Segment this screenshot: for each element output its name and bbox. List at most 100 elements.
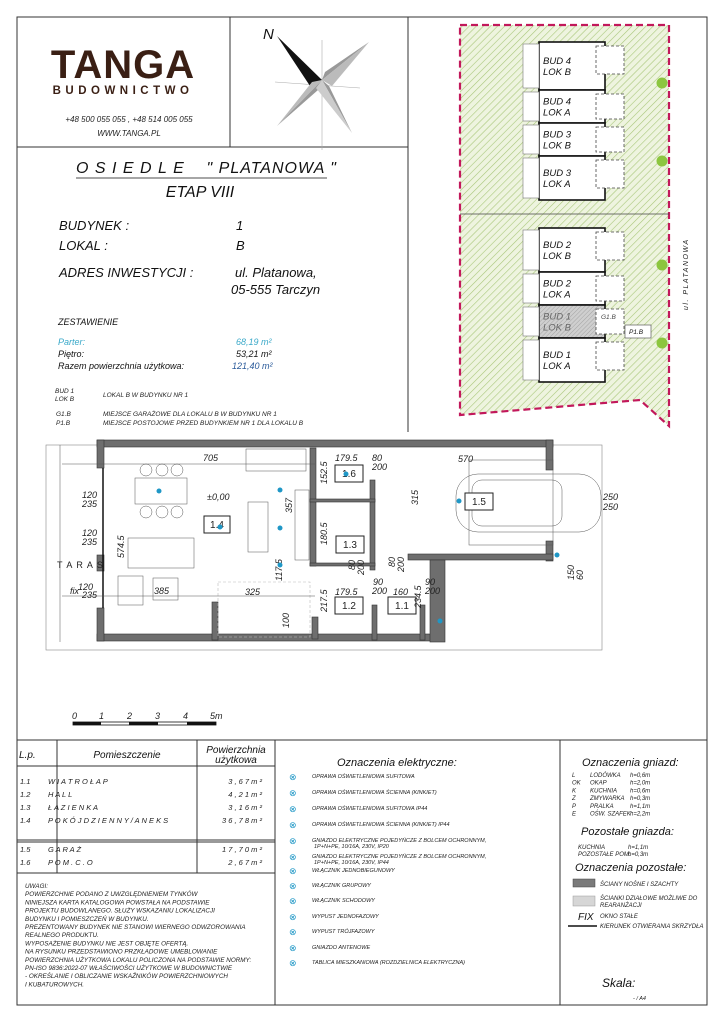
wall-light-icon: ⊗ [289, 788, 297, 798]
svg-text:h=0,3m: h=0,3m [628, 852, 648, 858]
svg-text:4: 4 [183, 711, 188, 721]
note-line: POWIERZCHNIA UŻYTKOWA LOKALU POLICZONA N… [25, 956, 251, 964]
estate-title: O S I E D L E " PLATANOWA " [76, 160, 337, 177]
electrical-legend: Oznaczenia elektryczne: ⊗OPRAWA OŚWIETLE… [289, 757, 486, 968]
svg-text:N: N [263, 26, 274, 43]
svg-text:Skala:: Skala: [602, 976, 635, 990]
svg-text:Oznaczenia gniazd:: Oznaczenia gniazd: [582, 757, 679, 769]
note-line: UWAGI: [25, 883, 48, 890]
key-list: BUD 1 LOK B LOKAL B W BUDYNKU NR 1 G1.B … [55, 388, 304, 427]
rooms-table: L.p. Pomieszczenie Powierzchnia użytkowa… [17, 740, 275, 988]
svg-text:Oznaczenia elektryczne:: Oznaczenia elektryczne: [337, 757, 457, 769]
svg-text:Razem powierzchnia użytkowa:: Razem powierzchnia użytkowa: [58, 361, 185, 371]
room-tag: 1.6 [342, 469, 356, 480]
legend-item: ⊗GNIAZDO ANTENOWE [289, 943, 370, 953]
svg-text:1.4: 1.4 [20, 816, 30, 825]
svg-text:TABLICA MIESZKANIOWA (ROZDZIEL: TABLICA MIESZKANIOWA (ROZDZIELNICA ELEKT… [312, 960, 465, 966]
svg-text:Oznaczenia pozostałe:: Oznaczenia pozostałe: [575, 862, 686, 874]
legend-item: ⊗OPRAWA OŚWIETLENIOWA SUFITOWA IP44 [289, 804, 427, 814]
svg-text:LOK B: LOK B [543, 141, 572, 152]
svg-text:570: 570 [458, 454, 473, 464]
svg-text:LOK B: LOK B [543, 323, 572, 334]
bearing-wall-swatch [572, 878, 596, 888]
svg-text:1P+N+PE, 10/16A, 230V, IP20: 1P+N+PE, 10/16A, 230V, IP20 [314, 844, 390, 850]
legend-item: ⊗OPRAWA OŚWIETLENIOWA ŚCIENNA (KINKIET) … [289, 820, 450, 830]
svg-text:h=0,6m: h=0,6m [630, 773, 650, 779]
svg-text:h=1,1m: h=1,1m [628, 845, 648, 851]
dimension-labels: 705 179.5 80 200 570 120 235 120 235 120… [78, 453, 618, 628]
svg-text:WYPUST TRÓJFAZOWY: WYPUST TRÓJFAZOWY [312, 928, 375, 935]
svg-text:4 , 2 1 m ²: 4 , 2 1 m ² [228, 790, 262, 799]
svg-text:121,40 m²: 121,40 m² [232, 361, 274, 371]
svg-text:BUD 1: BUD 1 [55, 388, 75, 395]
svg-text:1 7 , 7 0 m ²: 1 7 , 7 0 m ² [222, 845, 263, 854]
svg-text:BUD 2: BUD 2 [543, 279, 572, 290]
svg-text:53,21 m²: 53,21 m² [236, 349, 273, 359]
svg-text:WŁĄCZNIK JEDNOBIEGUNOWY: WŁĄCZNIK JEDNOBIEGUNOWY [312, 868, 395, 874]
svg-text:MIEJSCE GARAŻOWE DLA LOKALU B: MIEJSCE GARAŻOWE DLA LOKALU B W BUDYNKU … [103, 410, 277, 418]
svg-text:OK: OK [572, 781, 582, 787]
svg-text:LOK B: LOK B [543, 67, 572, 78]
svg-text:2 , 6 7 m ²: 2 , 6 7 m ² [227, 858, 262, 867]
svg-text:KIERUNEK OTWIERANIA SKRZYDŁA: KIERUNEK OTWIERANIA SKRZYDŁA [600, 924, 703, 930]
svg-text:80: 80 [372, 453, 382, 463]
svg-text:234.5: 234.5 [413, 584, 423, 609]
group-switch-icon: ⊗ [289, 881, 297, 891]
tree-icon [656, 77, 668, 89]
svg-text:LOK A: LOK A [543, 179, 571, 190]
ceiling-light-ip44-icon: ⊗ [289, 804, 297, 814]
svg-text:BUD 3: BUD 3 [543, 168, 572, 179]
scale-info: Skala: - / A4 [602, 976, 646, 1002]
svg-text:3 6 , 7 8 m ²: 3 6 , 7 8 m ² [222, 816, 263, 825]
legend-item: ⊗WŁĄCZNIK JEDNOBIEGUNOWY [289, 866, 395, 876]
svg-text:BUDYNEK :: BUDYNEK : [59, 218, 129, 233]
svg-text:PRALKA: PRALKA [590, 804, 614, 810]
three-phase-outlet-icon: ⊗ [289, 927, 297, 937]
svg-text:- / A4: - / A4 [633, 996, 646, 1002]
svg-text:LODÓWKA: LODÓWKA [590, 772, 621, 779]
svg-text:LOKAL :: LOKAL : [59, 238, 108, 253]
svg-text:200: 200 [371, 462, 387, 472]
svg-text:120: 120 [82, 490, 97, 500]
note-line: NA RYSUNKU PRZEDSTAWIONO PRZKŁADOWE UMEB… [25, 949, 218, 956]
svg-text:150: 150 [566, 565, 576, 580]
ceiling-light-icon: ⊗ [289, 772, 297, 782]
company-website[interactable]: WWW.TANGA.PL [97, 129, 161, 138]
svg-text:H A L L: H A L L [48, 790, 72, 799]
terrace-label: T A R A S [57, 560, 104, 570]
room-tag: 1.5 [472, 497, 486, 508]
investment-info: BUDYNEK : 1 LOKAL : B ADRES INWESTYCJI :… [58, 218, 320, 297]
svg-text:E: E [572, 812, 577, 818]
svg-text:3 , 1 6 m ²: 3 , 1 6 m ² [228, 803, 262, 812]
parking-tag: P1.B [629, 329, 644, 336]
note-line: NINIEJSZA KARTA KATALOGOWA POWSTAŁA NA P… [25, 899, 210, 906]
stair-switch-icon: ⊗ [289, 896, 297, 906]
svg-text:235: 235 [81, 499, 98, 509]
single-phase-outlet-icon: ⊗ [289, 912, 297, 922]
socket-icon: ⊗ [289, 836, 297, 846]
compass-rose-icon: N [263, 26, 369, 150]
svg-text:REARANŻACJI: REARANŻACJI [600, 902, 642, 909]
svg-text:705: 705 [203, 453, 219, 463]
svg-text:KUCHNIA: KUCHNIA [590, 788, 617, 794]
svg-text:LOK A: LOK A [543, 108, 571, 119]
svg-text:OKNO STAŁE: OKNO STAŁE [600, 914, 639, 920]
svg-text:68,19 m²: 68,19 m² [236, 337, 273, 347]
svg-text:315: 315 [410, 489, 420, 505]
svg-text:1.2: 1.2 [20, 790, 31, 799]
svg-text:ZESTAWIENIE: ZESTAWIENIE [57, 317, 119, 327]
svg-text:LOK B: LOK B [55, 396, 75, 403]
tree-icon [656, 337, 668, 349]
svg-text:200: 200 [371, 586, 387, 596]
svg-text:GNIAZDO ANTENOWE: GNIAZDO ANTENOWE [312, 945, 370, 951]
svg-text:357: 357 [284, 497, 294, 513]
legend-item: ⊗WŁĄCZNIK GRUPOWY [289, 881, 371, 891]
table-row: 1.2 H A L L 4 , 2 1 m ² [20, 790, 262, 799]
svg-text:BUD 2: BUD 2 [543, 240, 572, 251]
svg-text:B: B [236, 238, 245, 253]
